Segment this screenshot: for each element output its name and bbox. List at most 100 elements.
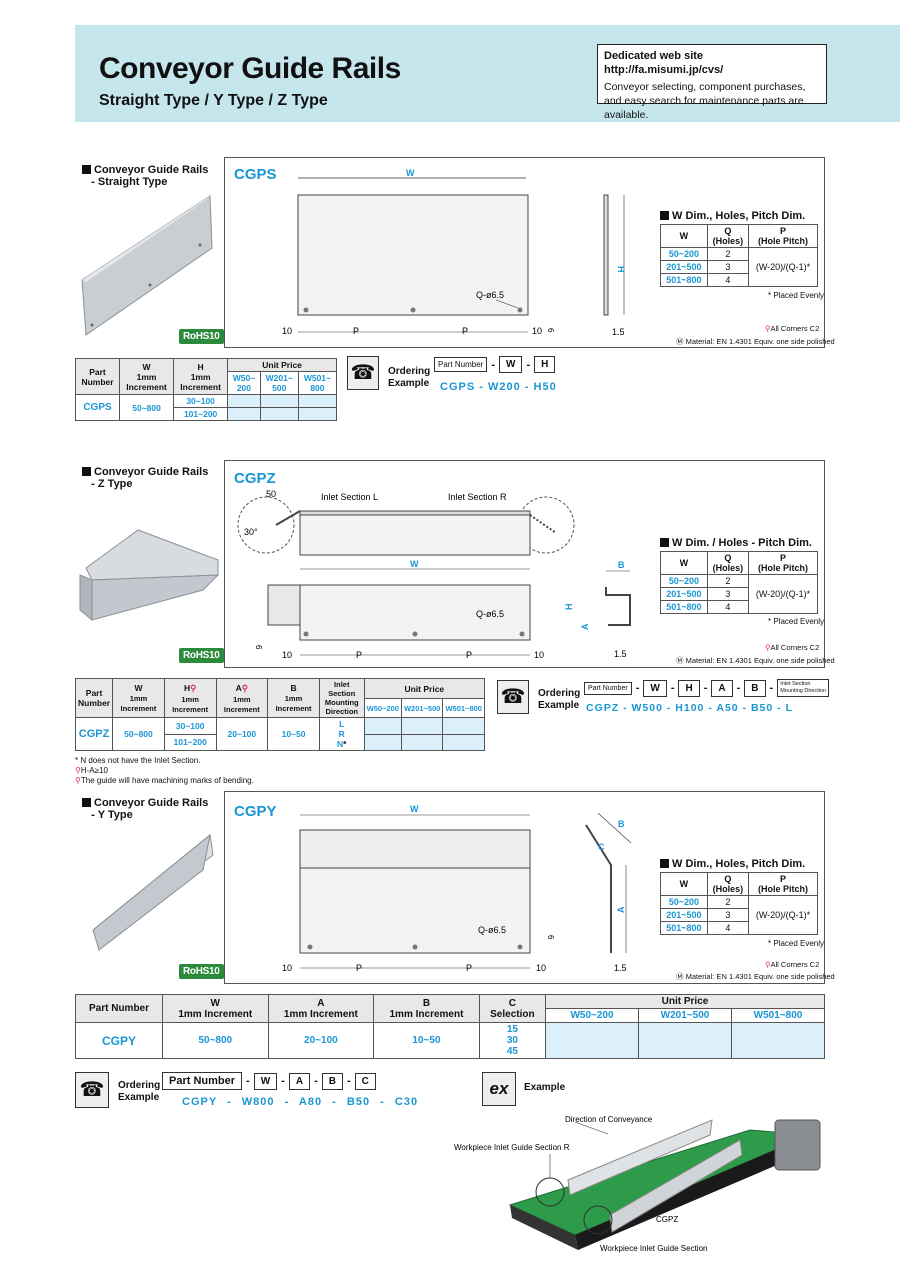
svg-text:6: 6	[546, 328, 555, 333]
svg-text:50: 50	[266, 489, 276, 499]
cgpy-dim-title: W Dim., Holes, Pitch Dim.	[660, 858, 805, 870]
svg-text:1.5: 1.5	[614, 963, 627, 973]
square-bullet-icon	[82, 467, 91, 476]
svg-text:30°: 30°	[244, 527, 258, 537]
svg-text:1.5: 1.5	[612, 327, 625, 337]
website-desc-line2: and easy search for maintenance parts ar…	[604, 95, 804, 121]
cgpz-code-label: CGPZ	[234, 470, 276, 487]
square-bullet-icon	[660, 859, 669, 868]
svg-text:10: 10	[534, 650, 544, 660]
corner-icon: ⚲	[765, 324, 771, 333]
cgps-code-label: CGPS	[234, 166, 277, 183]
svg-text:Direction of Conveyance: Direction of Conveyance	[565, 1115, 653, 1124]
corner-icon: ⚲	[765, 643, 771, 652]
cgpy-drawing: W Q-ø6.5 10 P P 10 6 B C A 1.5	[282, 804, 632, 973]
cgpy-order-format: Part Number- W- A- B- C	[162, 1072, 376, 1090]
svg-text:CGPZ: CGPZ	[656, 1215, 678, 1224]
svg-text:6: 6	[546, 935, 555, 940]
svg-text:1.5: 1.5	[614, 649, 627, 659]
placed-evenly-note: * Placed Evenly	[768, 617, 825, 626]
svg-text:W: W	[410, 559, 419, 569]
svg-text:H: H	[564, 604, 574, 611]
svg-text:H: H	[616, 266, 626, 273]
ex-badge-icon: ex	[482, 1072, 516, 1106]
cgpz-order-example: CGPZ - W500 - H100 - A50 - B50 - L	[586, 702, 793, 714]
svg-text:Inlet Section L: Inlet Section L	[321, 492, 378, 502]
placed-evenly-note: * Placed Evenly	[768, 939, 825, 948]
website-desc-line1: Conveyor selecting, component purchases,	[604, 81, 806, 93]
cgpy-order-example: CGPY - W800 - A80 - B50 - C30	[182, 1096, 419, 1108]
cgps-product-image	[81, 195, 213, 336]
svg-text:B: B	[618, 560, 625, 570]
corners-note: ⚲All Corners C2	[765, 960, 820, 969]
cgpz-drawing: 50 30° Inlet Section L Inlet Section R W…	[237, 489, 631, 660]
cgps-order-format: Part Number- W- H	[434, 356, 556, 373]
svg-text:P: P	[356, 963, 362, 973]
square-bullet-icon	[660, 211, 669, 220]
rohs-badge: RoHS10	[179, 648, 224, 663]
cgpy-code-label: CGPY	[234, 803, 277, 820]
cgpz-product-image	[79, 529, 220, 622]
svg-text:A: A	[616, 906, 626, 913]
corner-icon: ⚲	[765, 960, 771, 969]
svg-text:P: P	[356, 650, 362, 660]
square-bullet-icon	[660, 538, 669, 547]
svg-text:W: W	[406, 168, 415, 178]
svg-text:Q-ø6.5: Q-ø6.5	[476, 290, 504, 300]
page-subtitle: Straight Type / Y Type / Z Type	[99, 92, 328, 109]
cgps-drawing: W 10 P P 10 Q-ø6.5 6 H 1.5	[282, 168, 626, 337]
cgpz-dim-title: W Dim. / Holes - Pitch Dim.	[660, 537, 812, 549]
cgpz-section-label: Conveyor Guide Rails - Z Type	[82, 466, 208, 490]
cgps-section-label: Conveyor Guide Rails - Straight Type	[82, 164, 208, 188]
cgpz-notes: * N does not have the Inlet Section. ⚲H-…	[75, 756, 254, 785]
svg-text:10: 10	[536, 963, 546, 973]
website-info-box: Dedicated web site http://fa.misumi.jp/c…	[597, 44, 827, 121]
material-note: Ⓜ Material: EN 1.4301 Equiv. one side po…	[676, 656, 835, 665]
svg-text:Workpiece Inlet Guide Section: Workpiece Inlet Guide Section	[600, 1244, 707, 1253]
phone-order-icon: ☎	[75, 1072, 109, 1108]
svg-text:P: P	[462, 326, 468, 336]
corners-note: ⚲All Corners C2	[765, 324, 820, 333]
phone-order-icon: ☎	[497, 680, 529, 714]
cgpy-product-image	[92, 833, 214, 951]
material-icon: Ⓜ	[676, 972, 684, 981]
material-icon: Ⓜ	[676, 656, 684, 665]
page-title: Conveyor Guide Rails	[99, 52, 401, 85]
svg-text:Q-ø6.5: Q-ø6.5	[476, 609, 504, 619]
svg-text:6: 6	[254, 645, 263, 650]
rohs-badge: RoHS10	[179, 964, 224, 979]
corners-note: ⚲All Corners C2	[765, 643, 820, 652]
svg-text:Q-ø6.5: Q-ø6.5	[478, 925, 506, 935]
material-icon: Ⓜ	[676, 337, 684, 346]
example-title: Example	[524, 1082, 566, 1093]
svg-text:Inlet Section R: Inlet Section R	[448, 492, 507, 502]
cgpy-section-label: Conveyor Guide Rails - Y Type	[82, 797, 208, 821]
phone-order-icon: ☎	[347, 356, 379, 390]
svg-text:10: 10	[532, 326, 542, 336]
square-bullet-icon	[82, 165, 91, 174]
svg-text:10: 10	[282, 326, 292, 336]
material-note: Ⓜ Material: EN 1.4301 Equiv. one side po…	[676, 337, 835, 346]
svg-text:W: W	[410, 804, 419, 814]
svg-text:10: 10	[282, 963, 292, 973]
website-url-text[interactable]: Dedicated web site http://fa.misumi.jp/c…	[604, 50, 724, 76]
cgps-dim-title: W Dim., Holes, Pitch Dim.	[660, 210, 805, 222]
conveyor-example-illustration: Direction of Conveyance Workpiece Inlet …	[454, 1115, 821, 1253]
svg-text:P: P	[466, 650, 472, 660]
svg-text:10: 10	[282, 650, 292, 660]
rohs-badge: RoHS10	[179, 329, 224, 344]
svg-text:C: C	[598, 842, 605, 852]
svg-text:P: P	[466, 963, 472, 973]
material-note: Ⓜ Material: EN 1.4301 Equiv. one side po…	[676, 972, 835, 981]
placed-evenly-note: * Placed Evenly	[768, 291, 825, 300]
